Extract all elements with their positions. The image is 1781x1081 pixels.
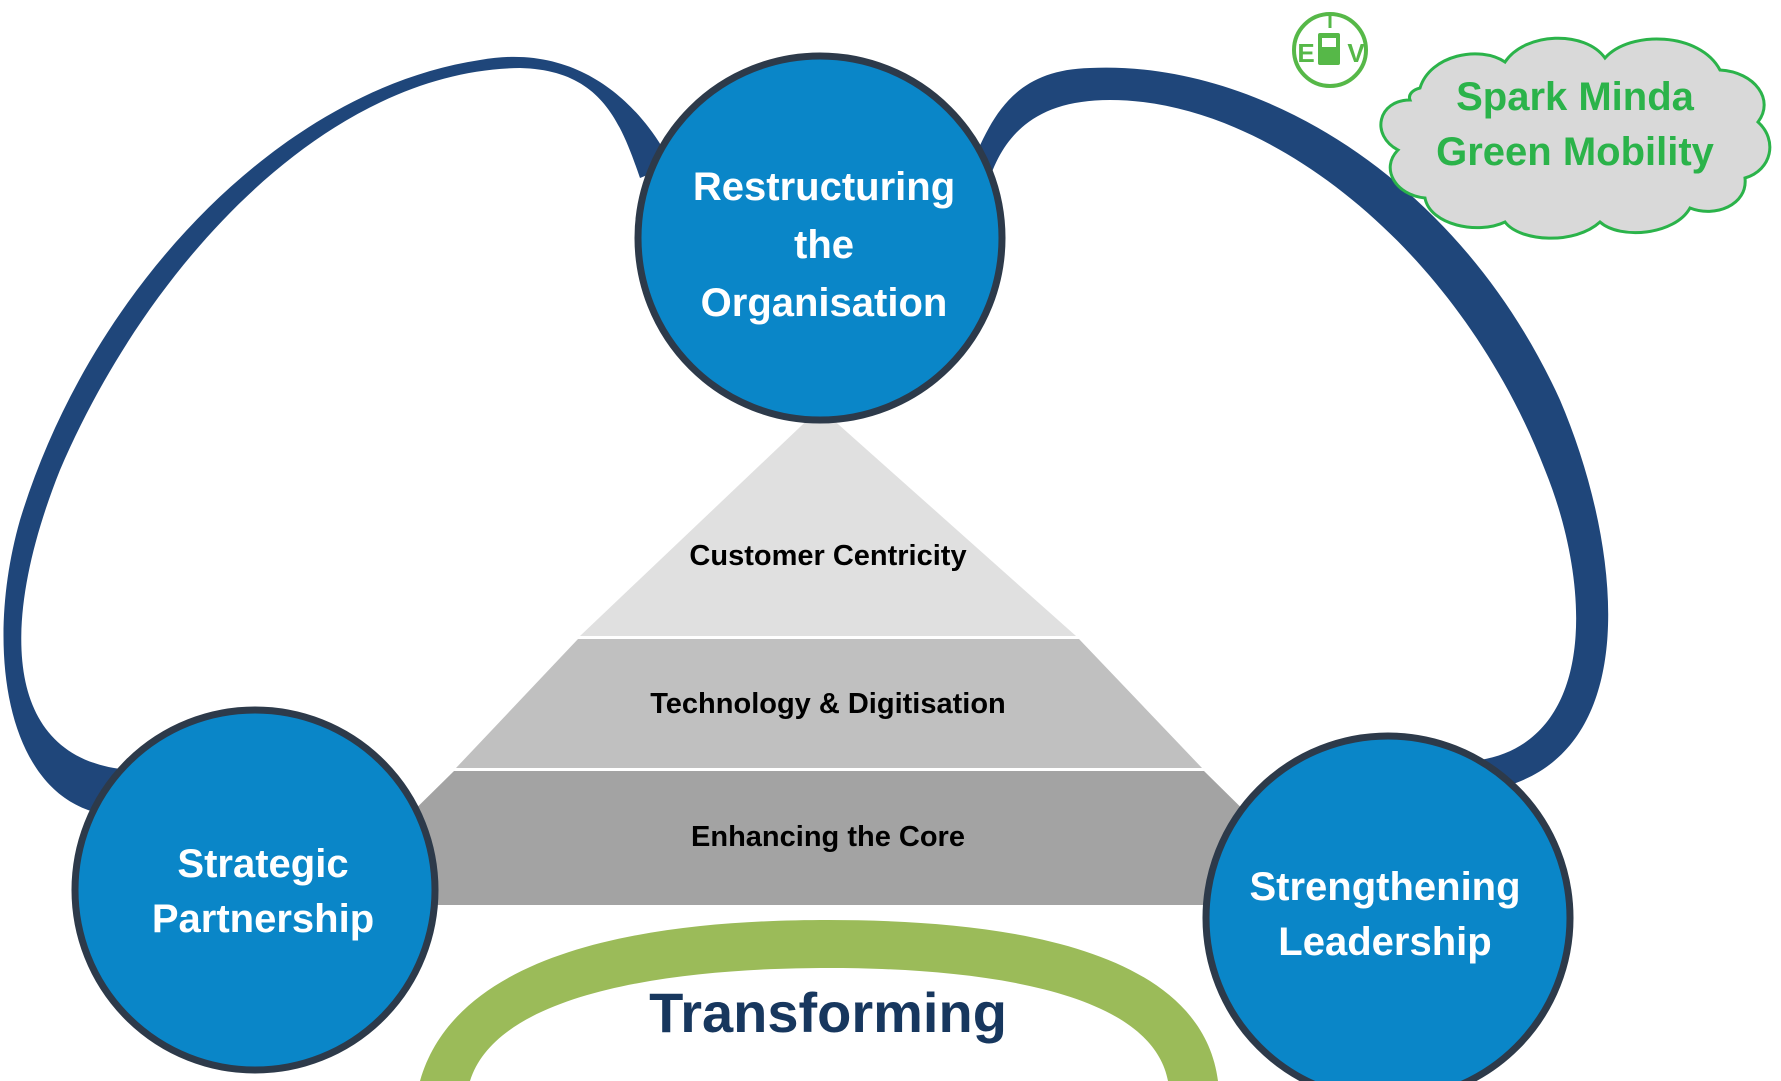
pyramid-label-enhancing-core: Enhancing the Core	[691, 821, 965, 853]
ev-logo-letter-e: E	[1297, 38, 1314, 68]
cloud-callout: Spark Minda Green Mobility	[1379, 36, 1772, 240]
circle-strategic-line-1: Strategic	[177, 842, 348, 886]
circle-restructuring-line-1: Restructuring	[693, 165, 955, 209]
fuel-pump-icon	[1318, 33, 1340, 65]
circle-strategic-partnership: Strategic Partnership	[71, 706, 439, 1074]
transforming-title: Transforming	[649, 981, 1007, 1044]
circle-restructuring-line-2: the	[794, 223, 854, 267]
green-arch	[420, 920, 1218, 1081]
cloud-line-2: Green Mobility	[1436, 130, 1715, 174]
pyramid-tier-middle	[456, 639, 1202, 768]
ev-logo-letter-v: V	[1347, 38, 1365, 68]
right-connector-arc	[966, 67, 1609, 790]
cloud-shape	[1379, 36, 1772, 240]
circle-restructuring-line-3: Organisation	[701, 281, 948, 325]
fuel-pump-window	[1322, 38, 1336, 47]
pyramid-tier-top	[580, 408, 1076, 636]
pyramid-label-technology-digitisation: Technology & Digitisation	[650, 688, 1006, 720]
circle-strategic-line-2: Partnership	[152, 897, 374, 941]
circle-strengthening-line-1: Strengthening	[1249, 865, 1520, 909]
circle-strengthening-leadership: Strengthening Leadership	[1202, 732, 1574, 1081]
pyramid-label-customer-centricity: Customer Centricity	[689, 540, 966, 572]
circle-strengthening-line-2: Leadership	[1278, 920, 1491, 964]
pyramid-tier-bottom	[318, 771, 1340, 905]
ev-logo: E V	[1292, 12, 1368, 88]
cloud-line-1: Spark Minda	[1456, 75, 1695, 119]
circle-restructuring: Restructuring the Organisation	[634, 52, 1006, 424]
